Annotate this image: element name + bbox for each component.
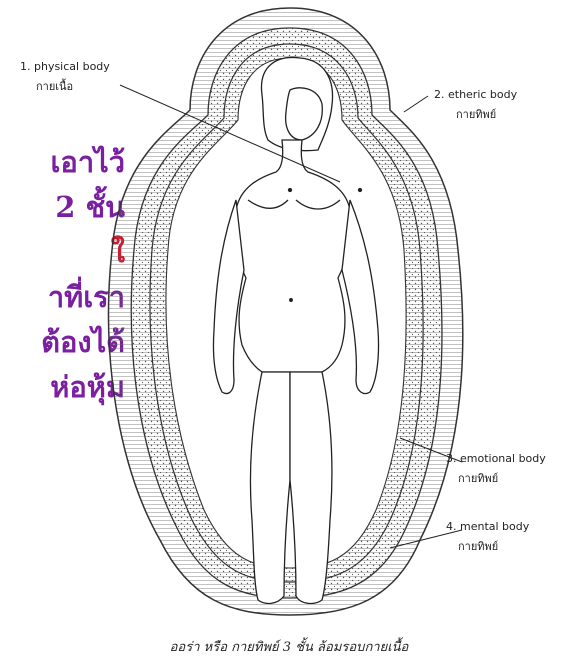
figure-caption: ออร่า หรือ กายทิพย์ 3 ชั้น ล้อมรอบกายเนื…: [0, 636, 578, 657]
label-etheric-en: 2. etheric body: [434, 88, 518, 101]
label-mental-en: 4. mental body: [446, 520, 530, 533]
label-etheric-th: กายทิพย์: [456, 108, 496, 121]
label-physical-th: กายเนื้อ: [36, 78, 73, 93]
label-mental-th: กายทิพย์: [458, 540, 498, 553]
label-physical-en: 1. physical body: [20, 60, 110, 73]
label-emotional-th: กายทิพย์: [458, 472, 498, 485]
label-emotional-en: 3. emotional body: [446, 452, 546, 465]
